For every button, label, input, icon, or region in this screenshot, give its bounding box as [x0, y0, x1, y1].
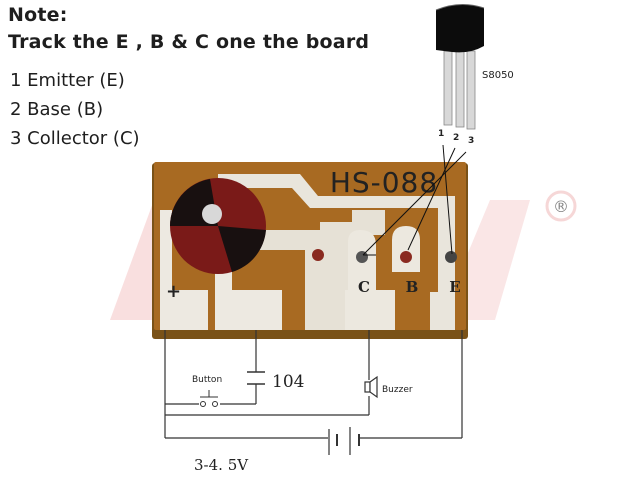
transistor-s8050: S8050 1 2 3	[435, 4, 514, 146]
battery-symbol	[328, 427, 360, 455]
buzzer-label: Buzzer	[382, 385, 413, 395]
transistor-part-label: S8050	[482, 70, 514, 81]
board-model-label: HS-088	[330, 166, 438, 199]
leg-number-1: 1	[438, 129, 444, 139]
pad-label-b: B	[406, 278, 419, 296]
pin-item-base: 2 Base (B)	[10, 99, 104, 120]
leg-number-2: 2	[453, 133, 459, 143]
voltage-label: 3-4. 5V	[194, 456, 249, 474]
note-title: Note:	[8, 4, 68, 26]
leg-pointer-lines	[362, 144, 467, 256]
leg-number-3: 3	[468, 136, 474, 146]
registered-mark: ®	[553, 197, 569, 216]
pin-item-collector: 3 Collector (C)	[10, 128, 140, 149]
pad-label-c: C	[358, 278, 370, 296]
button-label: Button	[192, 375, 222, 385]
push-button-symbol	[200, 390, 218, 407]
circuit-wires	[164, 330, 463, 439]
capacitor-symbol	[247, 371, 265, 385]
pcb-board: HS-088 + C B E	[152, 162, 468, 339]
board-plus-mark: +	[166, 281, 181, 302]
buzzer-symbol	[364, 375, 378, 399]
pad-label-e: E	[449, 278, 460, 296]
pin-item-emitter: 1 Emitter (E)	[10, 70, 125, 91]
capacitor-label: 104	[272, 372, 304, 392]
note-instruction: Track the E , B & C one the board	[8, 31, 370, 53]
